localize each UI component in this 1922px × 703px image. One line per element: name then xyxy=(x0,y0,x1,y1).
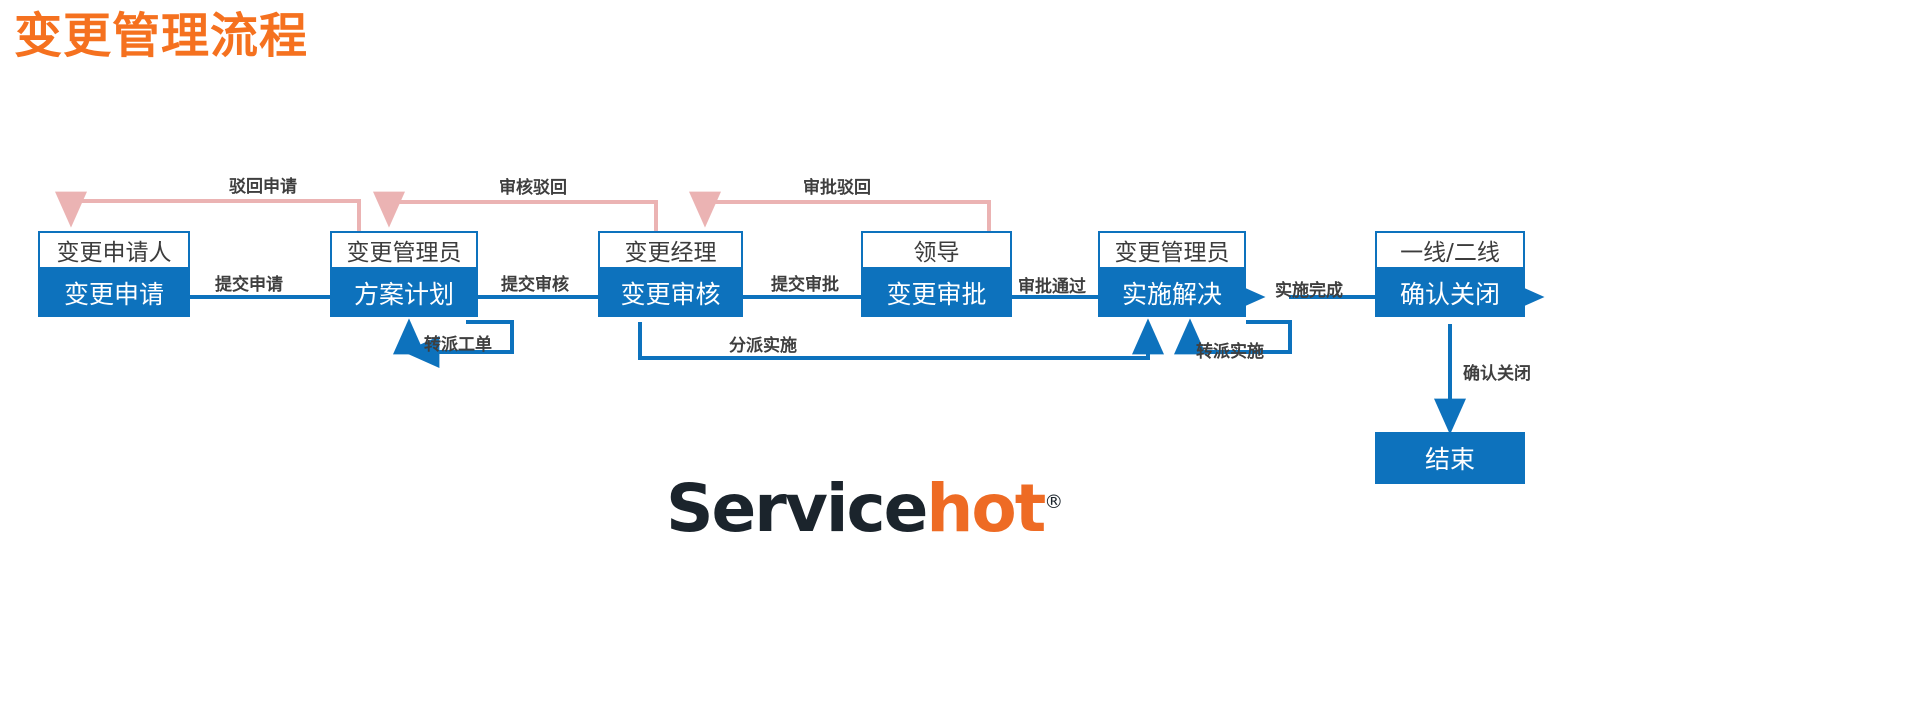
edge-label-reject-review: 审核驳回 xyxy=(499,178,567,198)
node-confirm-close[interactable]: 一线/二线 确认关闭 xyxy=(1375,231,1525,317)
node-role-label: 领导 xyxy=(861,231,1012,269)
edge-label-reassign-implementation: 转派实施 xyxy=(1196,342,1264,362)
node-plan[interactable]: 变更管理员 方案计划 xyxy=(330,231,478,317)
edge-label-approval-passed: 审批通过 xyxy=(1018,277,1086,297)
node-stage-label: 变更申请 xyxy=(38,269,190,317)
logo-registered-mark: ® xyxy=(1044,491,1063,513)
logo-word-dark: ervice xyxy=(711,470,929,547)
edge-label-submit-review: 提交审核 xyxy=(501,275,569,295)
node-role-label: 一线/二线 xyxy=(1375,231,1525,269)
edge-label-assign-implementation: 分派实施 xyxy=(729,336,797,356)
node-stage-label: 方案计划 xyxy=(330,269,478,317)
node-change-applicant[interactable]: 变更申请人 变更申请 xyxy=(38,231,190,317)
node-stage-label: 变更审批 xyxy=(861,269,1012,317)
node-role-label: 变更管理员 xyxy=(330,231,478,269)
edge-assign-implementation xyxy=(638,318,1164,360)
node-role-label: 变更管理员 xyxy=(1098,231,1246,269)
logo-s-mark: S xyxy=(666,470,714,547)
node-stage-label: 确认关闭 xyxy=(1375,269,1525,317)
edge-label-submit-approval: 提交审批 xyxy=(771,275,839,295)
edge-label-submit-application: 提交申请 xyxy=(215,275,283,295)
node-role-label: 变更经理 xyxy=(598,231,743,269)
node-role-label: 变更申请人 xyxy=(38,231,190,269)
logo-word-accent: hot xyxy=(926,470,1046,547)
node-change-approval[interactable]: 领导 变更审批 xyxy=(861,231,1012,317)
edge-label-reject-approval: 审批驳回 xyxy=(803,178,871,198)
node-change-review[interactable]: 变更经理 变更审核 xyxy=(598,231,743,317)
servicehot-logo: Servicehot® xyxy=(666,476,1063,542)
node-stage-label: 变更审核 xyxy=(598,269,743,317)
edge-label-reassign-ticket: 转派工单 xyxy=(424,335,492,355)
page-title: 变更管理流程 xyxy=(14,8,309,64)
node-implement-resolve[interactable]: 变更管理员 实施解决 xyxy=(1098,231,1246,317)
edge-label-confirm-close: 确认关闭 xyxy=(1463,364,1531,384)
edge-label-implement-complete: 实施完成 xyxy=(1275,281,1343,301)
node-stage-label: 实施解决 xyxy=(1098,269,1246,317)
edge-label-reject-application: 驳回申请 xyxy=(229,177,297,197)
node-end[interactable]: 结束 xyxy=(1375,432,1525,484)
